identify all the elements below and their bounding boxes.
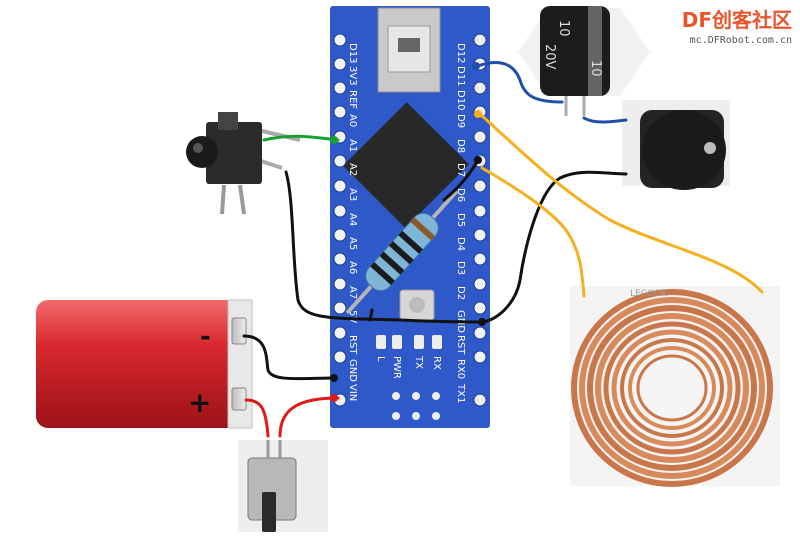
wire-red-battery-switch: [244, 398, 270, 438]
left-pin-labels: D13 3V3 REF A0 A1 A2 A3 A4 A5 A6 A7 5V R…: [347, 43, 358, 401]
left-pin-holes: [333, 33, 347, 407]
pin-label-d8: D8: [455, 139, 466, 153]
battery-body: [36, 300, 252, 428]
capacitor-text-2: 20V: [542, 44, 557, 70]
icsp-holes: [392, 392, 440, 420]
watermark: DF创客社区 mc.DFRobot.com.cn: [682, 4, 792, 46]
pin-label-d11: D11: [455, 66, 466, 86]
wire-red-switch-vin: [278, 396, 340, 438]
led-label-tx: TX: [413, 355, 424, 369]
buzzer-sound-hole: [704, 142, 716, 154]
pin-label-d5: D5: [455, 213, 466, 227]
led-label-pwr: PWR: [391, 356, 402, 379]
wire-black-battery-gnd: [242, 334, 338, 381]
pin-label-ref: REF: [347, 90, 358, 109]
coil-brand: LECOOK: [630, 289, 668, 299]
wire-orange-d9-coil: [478, 112, 764, 294]
pin-label-a5: A5: [347, 237, 358, 250]
pin-label-a6: A6: [347, 261, 358, 274]
slide-switch: [238, 440, 328, 532]
pin-label-d7: D7: [455, 163, 466, 177]
battery-plus-label: +: [188, 386, 211, 419]
pin-label-a7: A7: [347, 286, 358, 299]
arduino-nano: D13 3V3 REF A0 A1 A2 A3 A4 A5 A6 A7 5V R…: [330, 6, 490, 428]
wire-green-button-a0: [262, 134, 340, 142]
pin-label-d10: D10: [455, 90, 466, 110]
battery-terminal-positive: [231, 387, 247, 411]
wire-black-gnd-buzzer: [482, 170, 628, 324]
wire-black-button-gnd: [284, 170, 486, 324]
capacitor-text-3: 10: [588, 60, 603, 77]
pin-label-d6: D6: [455, 188, 466, 202]
battery-terminal-negative: [231, 317, 247, 345]
watermark-url: mc.DFRobot.com.cn: [689, 35, 792, 46]
pin-label-rx0: RX0: [455, 359, 466, 379]
pin-label-d3: D3: [455, 261, 466, 275]
right-pin-holes: [473, 33, 487, 407]
onboard-leds: L PWR TX RX: [375, 335, 442, 379]
battery-9v: - +: [36, 299, 253, 429]
capacitor: 10 20V 10: [518, 6, 650, 116]
pin-label-a0: A0: [347, 114, 358, 127]
pin-label-a4: A4: [347, 213, 358, 226]
push-button: [186, 112, 301, 215]
pin-label-tx1: TX1: [455, 383, 466, 403]
right-pin-labels: D12 D11 D10 D9 D8 D7 D6 D5 D4 D3 D2 GND …: [455, 43, 466, 403]
pin-label-d13: D13: [347, 43, 358, 63]
pin-label-3v3: 3V3: [347, 66, 358, 86]
button-cap: [186, 136, 218, 168]
watermark-brand: DF创客社区: [681, 8, 792, 32]
pin-label-a2: A2: [347, 163, 358, 176]
switch-lever: [262, 492, 276, 532]
capacitor-text-1: 10: [556, 20, 571, 37]
pin-label-a3: A3: [347, 188, 358, 201]
battery-minus-label: -: [200, 322, 211, 352]
button-housing: [206, 122, 262, 184]
wire-black-d8-resistor: [442, 158, 480, 202]
copper-coil: LECOOK: [570, 286, 780, 487]
resistor: [345, 189, 459, 315]
pin-label-rst-right: RST: [455, 335, 466, 355]
pin-label-d12: D12: [455, 43, 466, 63]
pin-label-gnd-left: GND: [347, 359, 358, 382]
wire-orange-d7-coil: [480, 166, 586, 298]
atmega-chip: [343, 102, 469, 228]
led-label-rx: RX: [431, 356, 442, 370]
pin-label-d2: D2: [455, 286, 466, 300]
pin-label-d4: D4: [455, 237, 466, 251]
wire-blue-capacitor-buzzer: [582, 116, 628, 124]
pin-label-a1: A1: [347, 139, 358, 152]
wire-blue-d12-capacitor: [476, 61, 564, 104]
pin-label-vin: VIN: [347, 384, 358, 401]
pin-label-5v: 5V: [347, 310, 358, 323]
wires: [242, 61, 764, 438]
led-label-l: L: [375, 356, 386, 362]
solder-dots: [330, 62, 486, 402]
pin-label-rst-left: RST: [347, 335, 358, 355]
pin-label-d9: D9: [455, 114, 466, 128]
buzzer: [622, 100, 730, 190]
